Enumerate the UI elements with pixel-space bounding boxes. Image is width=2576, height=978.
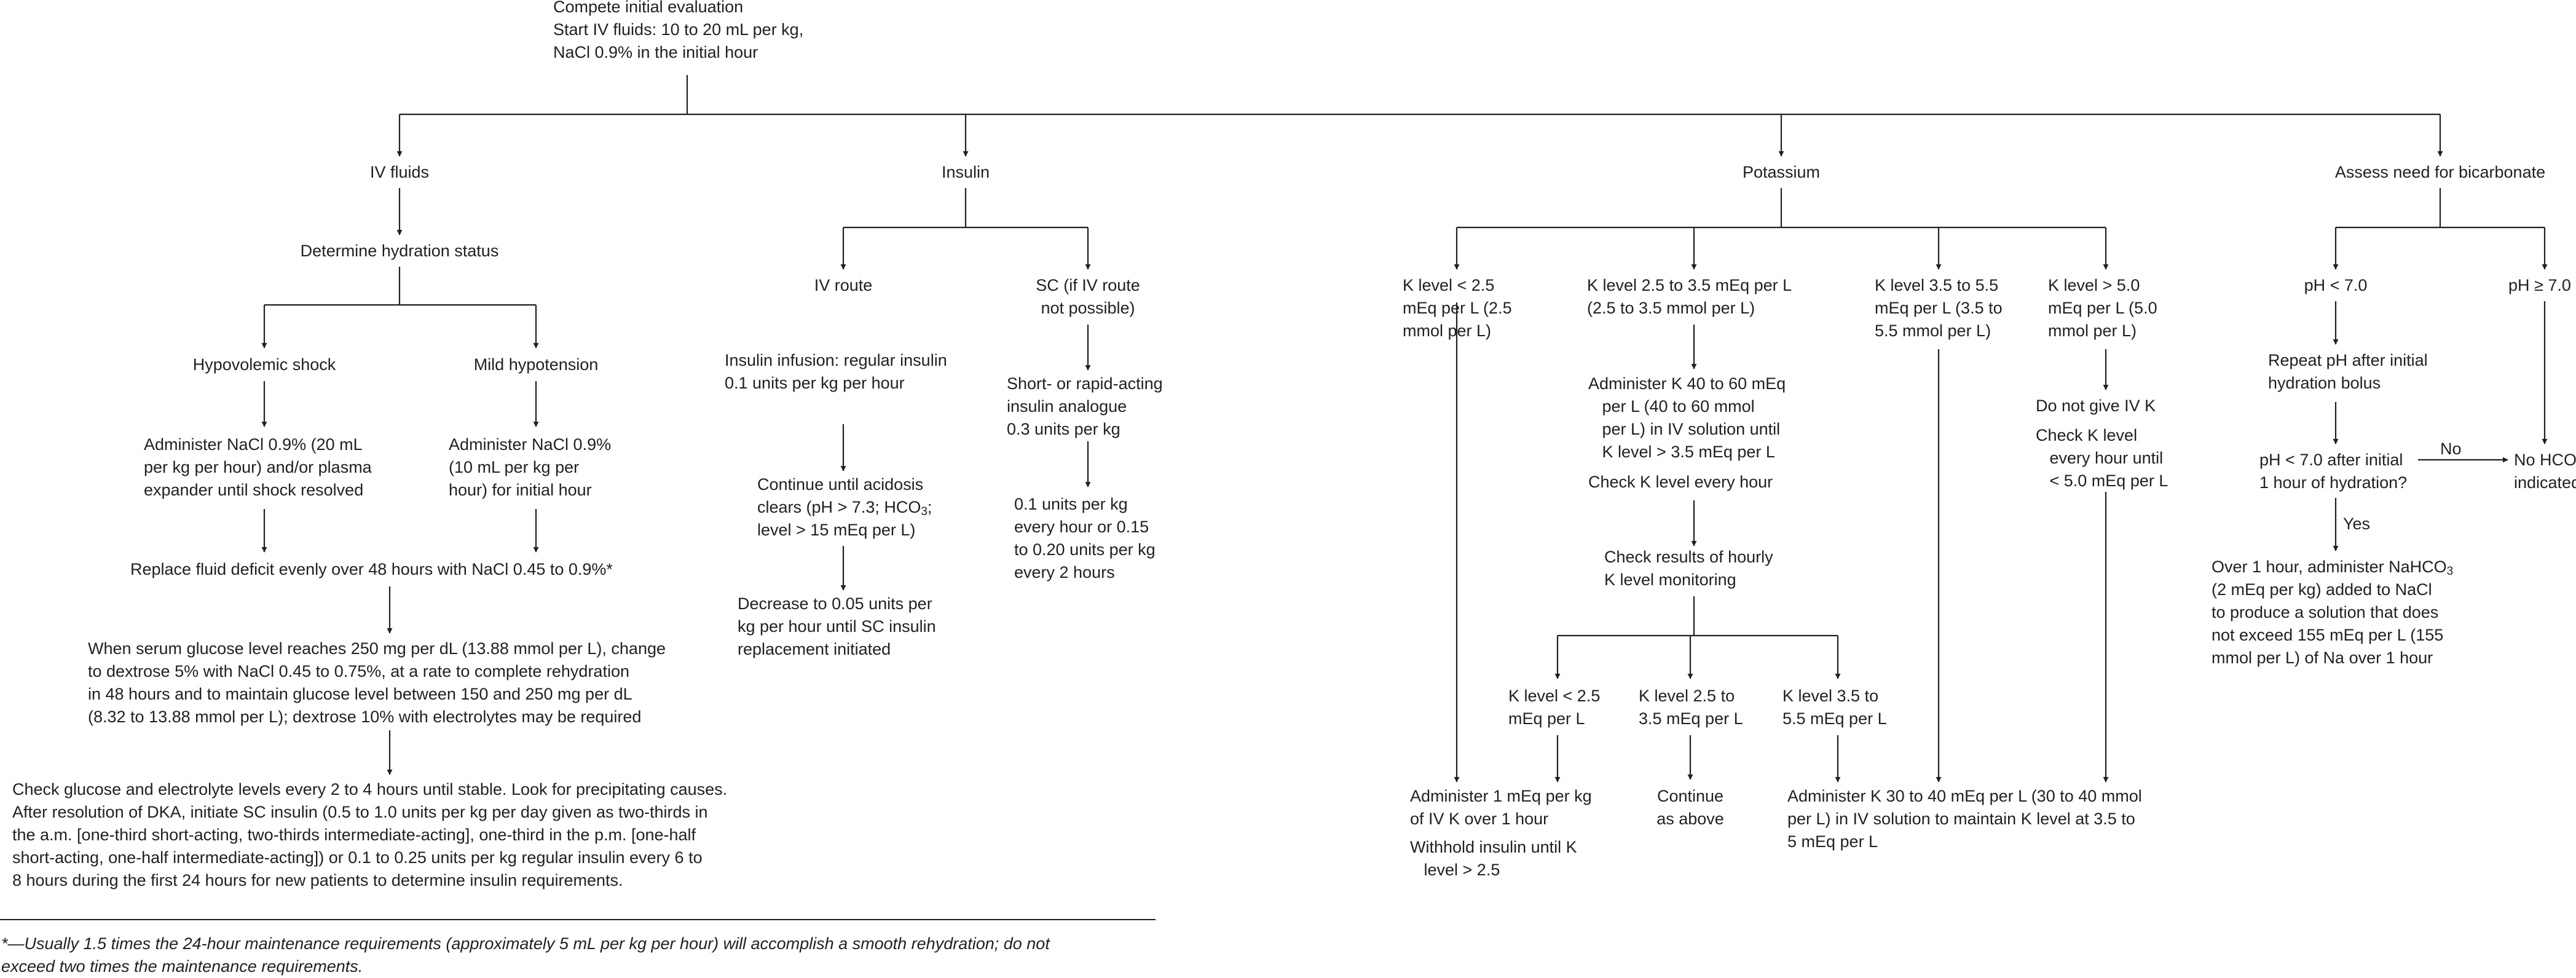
potassium-node: Potassium (1742, 163, 1821, 181)
continue-acidosis-line-3: level > 15 mEq per L) (757, 521, 916, 539)
sc-route-node: SC (if IV route not possible) (1036, 276, 1140, 317)
over-1-hour-node: Over 1 hour, administer NaHCO3 (2 mEq pe… (2212, 556, 2453, 669)
yes-label: Yes (2343, 515, 2371, 533)
k2-2-5-to-3-5-node: K level 2.5 to 3.5 mEq per L (1639, 687, 1743, 728)
check-hourly-results-node: Check results of hourly K level monitori… (1604, 548, 1773, 589)
bicarbonate-node: Assess need for bicarbonate (2334, 163, 2546, 181)
continue-acidosis-line-1: Continue until acidosis (757, 475, 924, 494)
k2-lt-2-5-node: K level < 2.5 mEq per L (1508, 687, 1601, 728)
iv-route-node: IV route (814, 276, 873, 294)
continue-acidosis-semicolon: ; (927, 498, 932, 516)
over-1-hour-rest: (2 mEq per kg) added to NaCl to produce … (2212, 580, 2444, 667)
no-hco3-indicated: indicated (2514, 473, 2576, 492)
hydration-status-node: Determine hydration status (300, 242, 499, 260)
no-label: No (2440, 440, 2462, 458)
k-2-5-to-3-5-node: K level 2.5 to 3.5 mEq per L (2.5 to 3.5… (1587, 276, 1792, 317)
footnote-divider (0, 919, 1156, 920)
sc-followup-node: 0.1 units per kg every hour or 0.15 to 0… (1014, 495, 1156, 582)
administer-k-30-node: Administer K 30 to 40 mEq per L (30 to 4… (1787, 787, 2142, 851)
footnote: *—Usually 1.5 times the 24-hour maintena… (1, 934, 1050, 976)
hco3-subscript: 3 (921, 505, 928, 518)
k-lt-2-5-node: K level < 2.5 mEq per L (2.5 mmol per L) (1403, 276, 1512, 340)
glucose-change-node: When serum glucose level reaches 250 mg … (88, 639, 666, 726)
check-k-hourly-node: Check K level every hour (1588, 473, 1773, 491)
continue-acidosis-node: Continue until acidosis clears (pH > 7.3… (757, 473, 932, 542)
iv-fluids-node: IV fluids (369, 163, 430, 181)
continue-acidosis-line-2: clears (pH > 7.3; HCO (757, 498, 921, 516)
administer-k-40-node: Administer K 40 to 60 mEq per L (40 to 6… (1588, 374, 1786, 461)
check-glucose-node: Check glucose and electrolyte levels eve… (12, 780, 728, 889)
insulin-infusion-node: Insulin infusion: regular insulin 0.1 un… (725, 351, 947, 392)
ph-lt-7-node: pH < 7.0 (2304, 276, 2368, 294)
insulin-node: Insulin (941, 163, 990, 181)
sc-insulin-node: Short- or rapid-acting insulin analogue … (1007, 374, 1163, 438)
continue-above-node: Continue as above (1656, 787, 1724, 828)
start-node: Compete initial evaluation Start IV flui… (553, 0, 804, 61)
nahco3-subscript: 3 (2446, 565, 2454, 578)
over-1-hour-line-1: Over 1 hour, administer NaHCO (2212, 558, 2447, 576)
mild-hypotension-node: Mild hypotension (473, 355, 599, 374)
administer-1meq-node: Administer 1 mEq per kg of IV K over 1 h… (1410, 787, 1592, 828)
no-hco3-text: No HCO (2514, 451, 2576, 469)
hypovolemic-shock-node: Hypovolemic shock (192, 355, 336, 374)
replace-deficit-node: Replace fluid deficit evenly over 48 hou… (130, 560, 613, 578)
no-hco3-node: No HCO3 indicated (2514, 449, 2576, 494)
do-not-give-k-node: Do not give IV K (2036, 396, 2156, 415)
hypotension-treatment-node: Administer NaCl 0.9% (10 mL per kg per h… (449, 435, 612, 499)
k-gt-5-0-node: K level > 5.0 mEq per L (5.0 mmol per L) (2048, 276, 2157, 340)
repeat-ph-node: Repeat pH after initial hydration bolus (2268, 351, 2428, 392)
ph-after-hour-node: pH < 7.0 after initial 1 hour of hydrati… (2259, 451, 2408, 492)
k2-3-5-to-5-5-node: K level 3.5 to 5.5 mEq per L (1782, 687, 1887, 728)
decrease-insulin-node: Decrease to 0.05 units per kg per hour u… (738, 594, 936, 658)
check-k-until-node: Check K level every hour until < 5.0 mEq… (2036, 426, 2168, 490)
ph-ge-7-node: pH ≥ 7.0 (2508, 276, 2571, 294)
shock-treatment-node: Administer NaCl 0.9% (20 mL per kg per h… (144, 435, 372, 499)
k-3-5-to-5-5-node: K level 3.5 to 5.5 mEq per L (3.5 to 5.5… (1875, 276, 2003, 340)
withhold-insulin-node: Withhold insulin until K level > 2.5 (1410, 838, 1577, 879)
